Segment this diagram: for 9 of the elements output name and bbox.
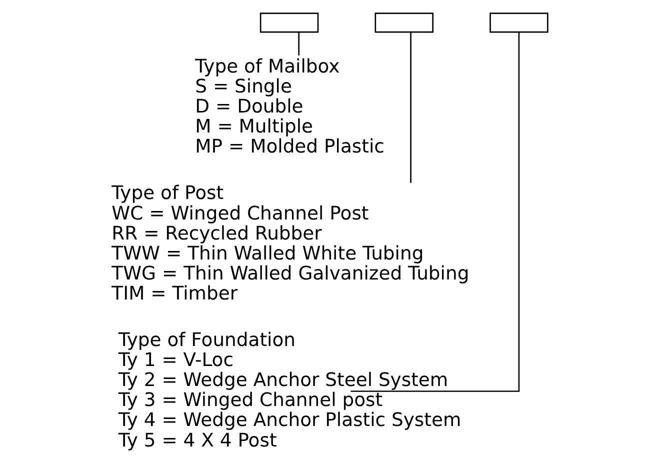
node-text: Type of Foundation Ty 1 = V-Loc Ty 2 = Wedge Anchor Steel System Ty 3 = Winged Channel post Ty 4 = Wedge Anchor Plastic System Ty 5 = 4 X 4 Post — [118, 330, 461, 452]
connector — [350, 32, 520, 392]
node-bracket — [374, 12, 433, 33]
node-text: Type of Mailbox S = Single D = Double M = Multiple MP = Molded Plastic — [194, 56, 384, 158]
node-bracket — [489, 12, 548, 33]
connector — [410, 32, 411, 183]
node-text: Type of Post WC = Winged Channel Post RR = Recycled Rubber TWW = Thin Walled White Tubing TWG = Thin Walled Galvanized Tubing TIM = Timber — [111, 183, 469, 304]
connector — [298, 32, 300, 56]
node-bracket — [259, 12, 318, 33]
